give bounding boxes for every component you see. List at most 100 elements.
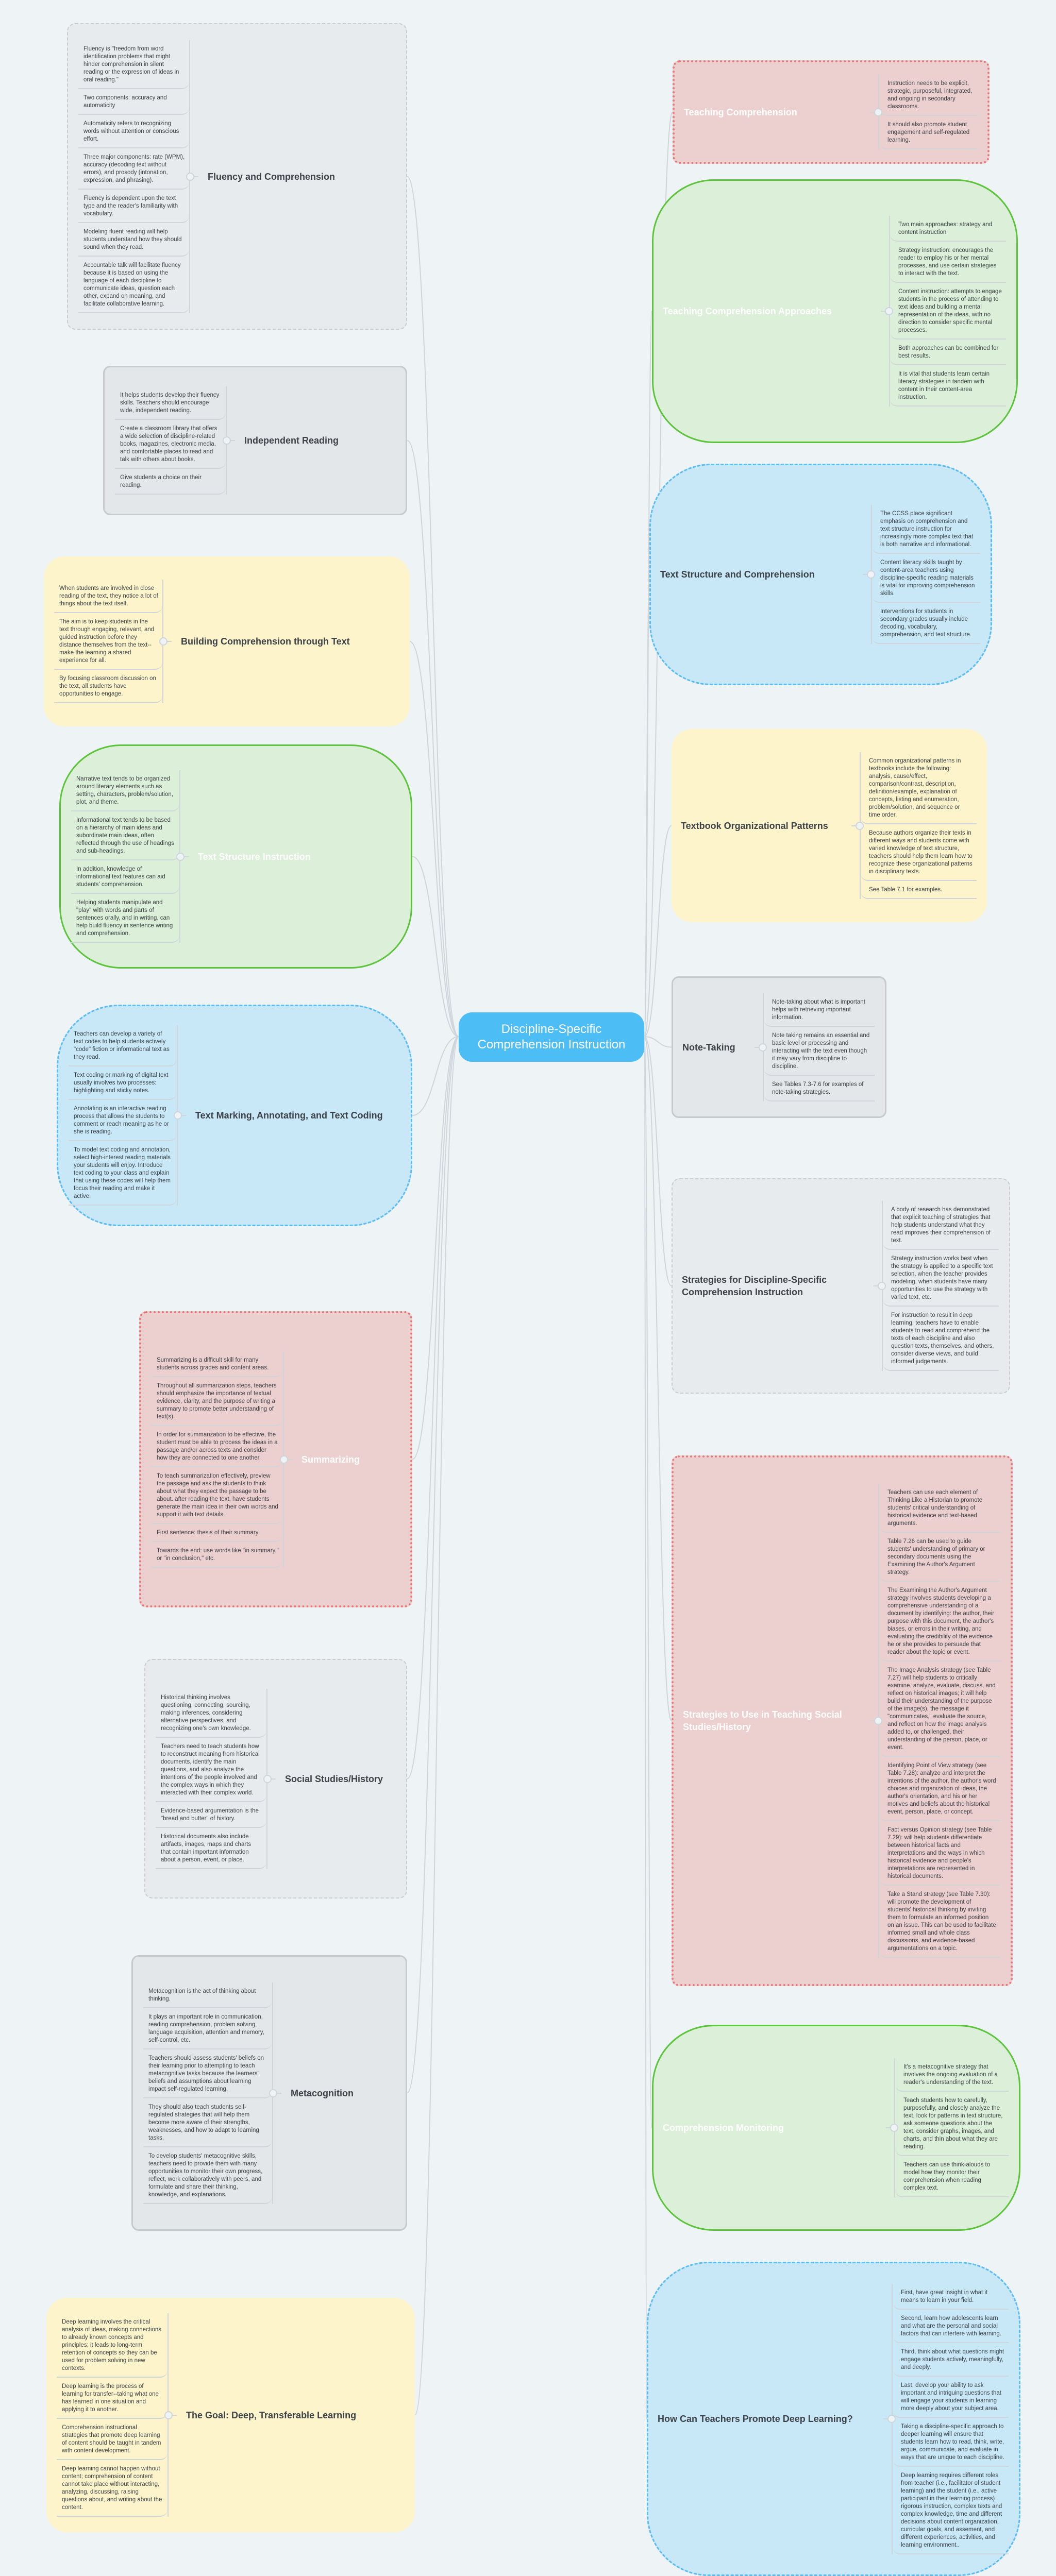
note-item[interactable]: Common organizational patterns in textbo… [861,752,977,824]
collapse-toggle-icon[interactable] [159,637,167,646]
collapse-toggle-icon[interactable] [223,436,231,445]
collapse-toggle-icon[interactable] [874,108,882,116]
note-item[interactable]: In order for summarization to be effecti… [152,1426,283,1467]
note-item[interactable]: It helps students develop their fluency … [115,386,226,420]
note-item[interactable]: For instruction to result in deep learni… [883,1307,999,1371]
note-item[interactable]: Two components: accuracy and automaticit… [78,89,189,115]
note-item[interactable]: First sentence: thesis of their summary [152,1524,283,1542]
note-item[interactable]: Teachers need to teach students how to r… [156,1738,266,1802]
note-item[interactable]: It should also promote student engagemen… [879,116,977,149]
branch-title[interactable]: Teaching Comprehension [684,107,797,117]
note-item[interactable]: Throughout all summarization steps, teac… [152,1377,283,1426]
note-item[interactable]: Deep learning involves the critical anal… [57,2313,167,2378]
collapse-toggle-icon[interactable] [759,1043,767,1052]
note-item[interactable]: When students are involved in close read… [54,580,162,613]
branch-text-marking-annotating-and-text-coding[interactable]: Teachers can develop a variety of text c… [57,1005,412,1226]
note-item[interactable]: Strategy instruction: encourages the rea… [890,242,1006,283]
collapse-toggle-icon[interactable] [164,2411,173,2419]
branch-title[interactable]: Teaching Comprehension Approaches [663,306,832,316]
note-item[interactable]: Informational text tends to be based on … [71,811,179,860]
note-item[interactable]: Comprehension instructional strategies t… [57,2419,167,2460]
note-item[interactable]: To model text coding and annotation, sel… [69,1141,177,1206]
note-item[interactable]: The CCSS place significant emphasis on c… [872,505,980,554]
note-item[interactable]: Teachers can use think-alouds to model h… [895,2156,1009,2197]
branch-title[interactable]: Building Comprehension through Text [181,636,350,647]
branch-metacognition[interactable]: Metacognition is the act of thinking abo… [131,1955,407,2231]
collapse-toggle-icon[interactable] [867,570,875,579]
note-item[interactable]: Fact versus Opinion strategy (see Table … [879,1821,1000,1886]
collapse-toggle-icon[interactable] [186,172,194,181]
note-item[interactable]: Content literacy skills taught by conten… [872,554,980,603]
collapse-toggle-icon[interactable] [174,1111,182,1120]
note-item[interactable]: Historical thinking involves questioning… [156,1689,266,1738]
note-item[interactable]: Last, develop your ability to ask import… [893,2377,1009,2418]
branch-building-comprehension-through-text[interactable]: When students are involved in close read… [44,556,410,726]
branch-title[interactable]: Strategies to Use in Teaching Social Stu… [683,1709,842,1732]
note-item[interactable]: Accountable talk will facilitate fluency… [78,257,189,313]
note-item[interactable]: See Tables 7.3-7.6 for examples of note-… [764,1076,875,1101]
branch-title[interactable]: Social Studies/History [285,1773,383,1784]
branch-fluency-and-comprehension[interactable]: Fluency is "freedom from word identifica… [67,23,407,330]
collapse-toggle-icon[interactable] [874,1717,882,1725]
note-item[interactable]: Text coding or marking of digital text u… [69,1066,177,1100]
note-item[interactable]: Strategy instruction works best when the… [883,1250,999,1307]
collapse-toggle-icon[interactable] [280,1455,288,1464]
collapse-toggle-icon[interactable] [890,2124,898,2132]
note-item[interactable]: They should also teach students self-reg… [143,2098,272,2147]
branch-title[interactable]: Note-Taking [682,1042,735,1053]
branch-title[interactable]: Text Marking, Annotating, and Text Codin… [195,1110,383,1121]
note-item[interactable]: Third, think about what questions might … [893,2343,1009,2377]
note-item[interactable]: Towards the end: use words like "in summ… [152,1542,283,1568]
branch-strategies-for-discipline-specific-comprehension-instruction[interactable]: A body of research has demonstrated that… [672,1178,1010,1394]
branch-title[interactable]: Fluency and Comprehension [208,171,336,182]
note-item[interactable]: Teach students how to carefully, purpose… [895,2092,1009,2156]
note-item[interactable]: The Image Analysis strategy (see Table 7… [879,1662,1000,1757]
branch-text-structure-and-comprehension[interactable]: The CCSS place significant emphasis on c… [649,464,992,685]
branch-title[interactable]: Strategies for Discipline-Specific Compr… [682,1275,827,1297]
central-topic[interactable]: Discipline-Specific Comprehension Instru… [459,1012,644,1062]
note-item[interactable]: Two main approaches: strategy and conten… [890,216,1006,242]
branch-textbook-organizational-patterns[interactable]: Common organizational patterns in textbo… [672,729,987,922]
branch-title[interactable]: Metacognition [291,2088,354,2098]
branch-title[interactable]: The Goal: Deep, Transferable Learning [186,2410,357,2420]
note-item[interactable]: Both approaches can be combined for best… [890,340,1006,365]
branch-title[interactable]: Summarizing [301,1454,360,1465]
branch-comprehension-monitoring[interactable]: It's a metacognitive strategy that invol… [652,2025,1020,2231]
note-item[interactable]: Fluency is "freedom from word identifica… [78,40,189,89]
branch-title[interactable]: Independent Reading [244,435,339,446]
collapse-toggle-icon[interactable] [263,1774,272,1783]
note-item[interactable]: Annotating is an interactive reading pro… [69,1100,177,1141]
note-item[interactable]: Table 7.26 can be used to guide students… [879,1533,1000,1582]
note-item[interactable]: First, have great insight in what it mea… [893,2284,1009,2310]
note-item[interactable]: Deep learning cannot happen without cont… [57,2460,167,2517]
collapse-toggle-icon[interactable] [176,852,185,861]
note-item[interactable]: Give students a choice on their reading. [115,469,226,495]
note-item[interactable]: See Table 7.1 for examples. [861,881,977,899]
note-item[interactable]: Teachers should assess students' beliefs… [143,2049,272,2098]
note-item[interactable]: In addition, knowledge of informational … [71,860,179,894]
note-item[interactable]: To develop students' metacognitive skill… [143,2147,272,2204]
note-item[interactable]: Modeling fluent reading will help studen… [78,223,189,257]
note-item[interactable]: Interventions for students in secondary … [872,603,980,644]
note-item[interactable]: Three major components: rate (WPM), accu… [78,148,189,190]
note-item[interactable]: To teach summarization effectively, prev… [152,1467,283,1524]
note-item[interactable]: Helping students manipulate and "play" w… [71,894,179,943]
branch-title[interactable]: Comprehension Monitoring [663,2123,784,2133]
note-item[interactable]: It's a metacognitive strategy that invol… [895,2058,1009,2092]
branch-social-studies-history[interactable]: Historical thinking involves questioning… [144,1659,407,1899]
note-item[interactable]: Create a classroom library that offers a… [115,420,226,469]
branch-title[interactable]: Text Structure Instruction [198,851,311,862]
collapse-toggle-icon[interactable] [887,2415,896,2423]
note-item[interactable]: Fluency is dependent upon the text type … [78,190,189,223]
branch-independent-reading[interactable]: It helps students develop their fluency … [103,366,407,515]
note-item[interactable]: Note taking remains an essential and bas… [764,1027,875,1076]
branch-text-structure-instruction[interactable]: Narrative text tends to be organized aro… [59,744,412,969]
branch-title[interactable]: How Can Teachers Promote Deep Learning? [658,2414,853,2424]
note-item[interactable]: Take a Stand strategy (see Table 7.30): … [879,1886,1000,1958]
note-item[interactable]: Content instruction: attempts to engage … [890,283,1006,340]
note-item[interactable]: Narrative text tends to be organized aro… [71,770,179,811]
note-item[interactable]: Evidence-based argumentation is the "bre… [156,1802,266,1828]
note-item[interactable]: By focusing classroom discussion on the … [54,670,162,703]
note-item[interactable]: The aim is to keep students in the text … [54,613,162,670]
branch-strategies-to-use-in-teaching-social-studies-history[interactable]: Teachers can use each element of Thinkin… [672,1455,1013,1986]
